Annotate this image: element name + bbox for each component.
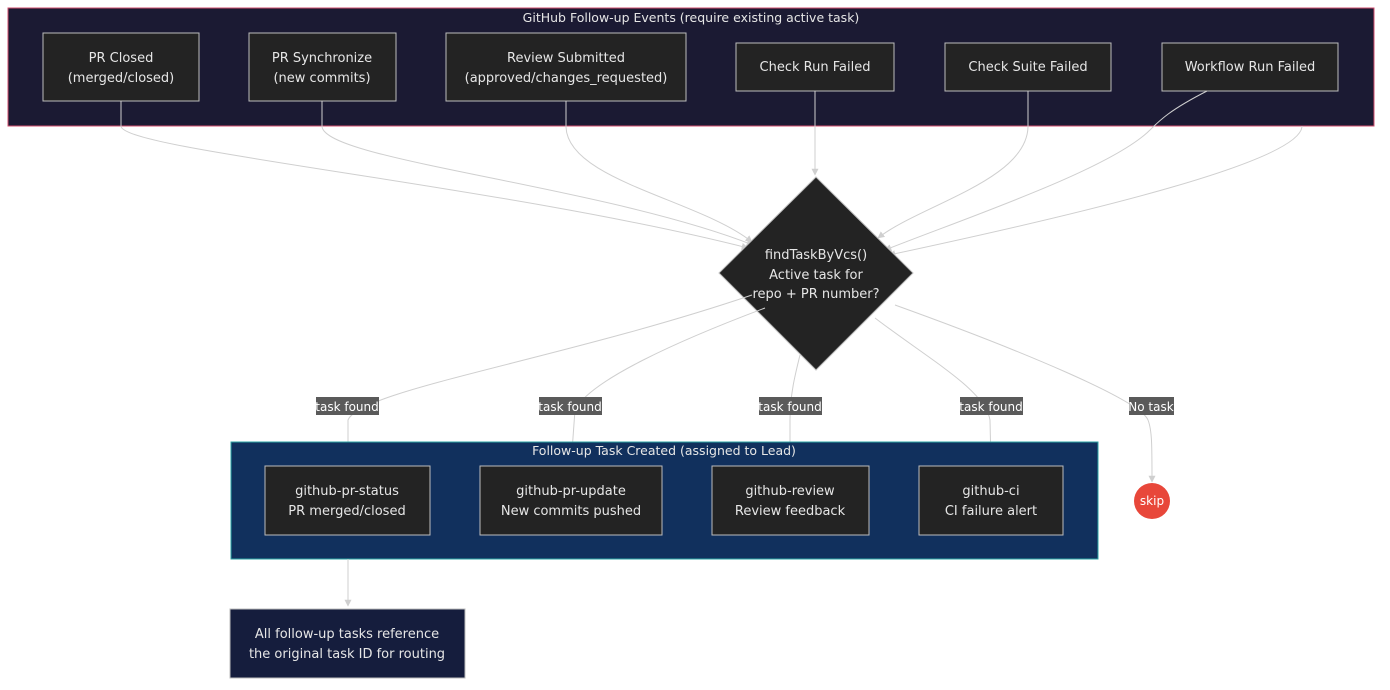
edge-label-task-found-2: task found	[538, 397, 602, 415]
event-node-workflow-run-failed[interactable]: Workflow Run Failed	[1161, 42, 1339, 92]
task-node-label-line1: github-pr-status	[295, 484, 399, 499]
edge-pr-closed	[120, 101, 749, 250]
event-node-label-line1: PR Closed	[89, 51, 154, 66]
skip-terminal[interactable]: skip	[1134, 483, 1170, 519]
edge-to-review	[786, 354, 801, 466]
note-label-line1: All follow-up tasks reference	[255, 627, 439, 642]
edge-to-ci	[874, 317, 995, 466]
svg-text:task found: task found	[315, 400, 378, 414]
task-node-github-pr-update[interactable]: github-pr-update New commits pushed	[479, 465, 663, 536]
svg-text:task found: task found	[959, 400, 1022, 414]
event-edges	[120, 90, 1303, 258]
task-node-label-line2: New commits pushed	[501, 504, 641, 519]
task-node-github-pr-status[interactable]: github-pr-status PR merged/closed	[264, 465, 431, 536]
task-node-github-ci[interactable]: github-ci CI failure alert	[918, 465, 1064, 536]
edge-review-submitted	[565, 101, 753, 243]
event-node-check-suite-failed[interactable]: Check Suite Failed	[944, 42, 1112, 92]
decision-diamond	[718, 176, 914, 371]
decision-find-task[interactable]: findTaskByVcs() Active task for repo + P…	[718, 176, 914, 371]
task-node-label-line2: PR merged/closed	[288, 504, 405, 519]
decision-label-line1: findTaskByVcs()	[765, 248, 867, 263]
edge-label-task-found-3: task found	[758, 397, 822, 415]
event-node-label-line1: Review Submitted	[507, 51, 625, 66]
events-group-title: GitHub Follow-up Events (require existin…	[523, 10, 860, 25]
edge-label-task-found-1: task found	[315, 397, 379, 415]
edge-pr-synchronize	[321, 101, 754, 246]
event-node-pr-closed[interactable]: PR Closed (merged/closed)	[42, 32, 200, 102]
event-node-label-line1: PR Synchronize	[272, 51, 372, 66]
skip-circle	[1134, 483, 1170, 519]
note-node[interactable]: All follow-up tasks reference the origin…	[229, 608, 466, 679]
edge-label-task-found-4: task found	[959, 397, 1023, 415]
task-node-label-line2: Review feedback	[735, 504, 846, 519]
task-node-label-line1: github-review	[745, 484, 835, 499]
svg-text:task found: task found	[538, 400, 601, 414]
event-node-label-line2: (merged/closed)	[68, 71, 175, 86]
event-node-label: Workflow Run Failed	[1185, 60, 1316, 75]
task-node-label-line1: github-ci	[962, 484, 1019, 499]
decision-label-line2: Active task for	[769, 268, 863, 283]
event-node-pr-synchronize[interactable]: PR Synchronize (new commits)	[248, 32, 397, 102]
event-node-label: Check Suite Failed	[968, 60, 1087, 75]
events-group: GitHub Follow-up Events (require existin…	[7, 7, 1375, 127]
event-node-label-line2: (new commits)	[273, 71, 370, 86]
decision-label-line3: repo + PR number?	[752, 287, 879, 302]
svg-text:No task: No task	[1128, 400, 1173, 414]
event-node-label: Check Run Failed	[760, 60, 871, 75]
task-node-label-line1: github-pr-update	[516, 484, 626, 499]
edge-to-pr-update	[567, 307, 766, 466]
event-node-check-run-failed[interactable]: Check Run Failed	[735, 42, 895, 92]
svg-text:task found: task found	[758, 400, 821, 414]
edge-label-no-task: No task	[1128, 397, 1174, 415]
task-node-label-line2: CI failure alert	[945, 504, 1037, 519]
edge-workflow-run-failed-a	[884, 90, 1208, 251]
events-group-box	[7, 7, 1375, 127]
edge-workflow-run-failed-b	[888, 125, 1303, 258]
event-node-review-submitted[interactable]: Review Submitted (approved/changes_reque…	[445, 32, 687, 102]
edge-check-suite-failed	[877, 91, 1029, 239]
edge-to-pr-status	[344, 294, 753, 466]
note-label-line2: the original task ID for routing	[249, 647, 445, 662]
skip-label: skip	[1140, 494, 1164, 508]
event-node-label-line2: (approved/changes_requested)	[465, 71, 668, 86]
followup-group-title: Follow-up Task Created (assigned to Lead…	[532, 443, 796, 458]
task-node-github-review[interactable]: github-review Review feedback	[711, 465, 870, 536]
